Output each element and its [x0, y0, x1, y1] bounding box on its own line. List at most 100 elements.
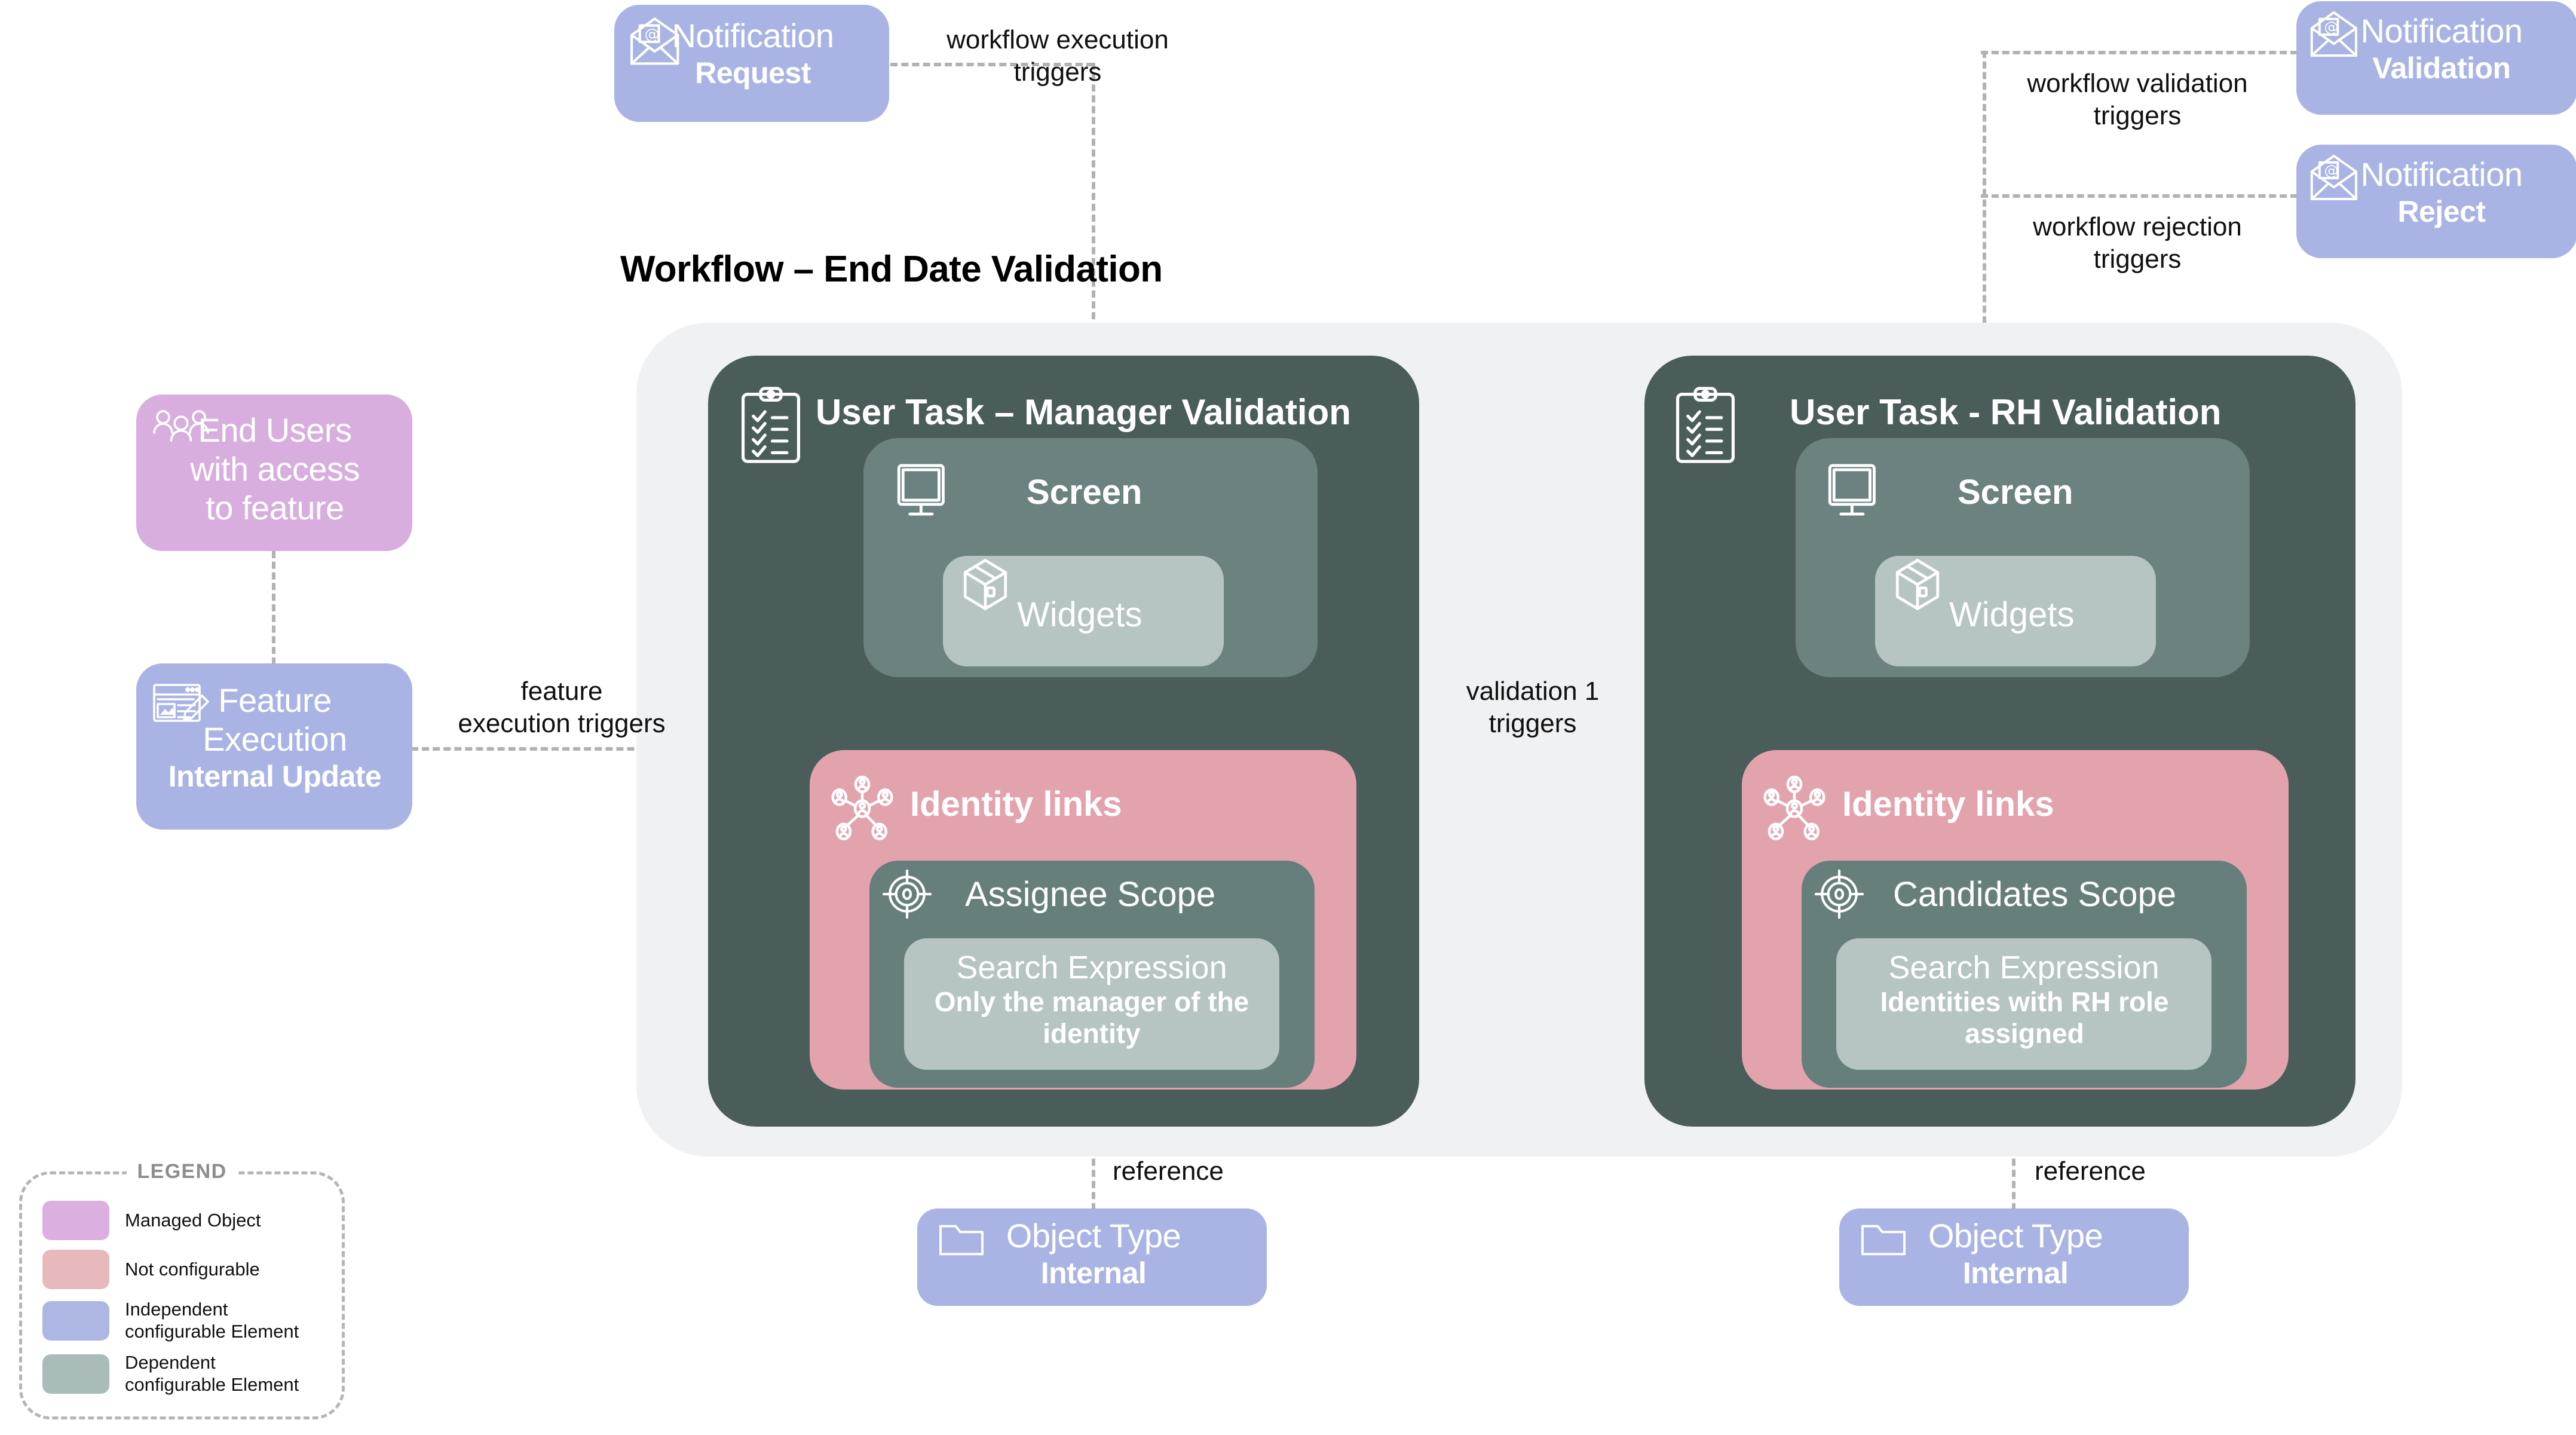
edge-label-validation1-triggers: validation 1 triggers [1440, 675, 1625, 739]
legend-panel: LEGEND Managed Object Not configurable I… [19, 1160, 345, 1419]
end-users-label: End Users with access to feature [143, 411, 406, 528]
edge-label-line2: triggers [1488, 708, 1577, 738]
legend-title: LEGEND [126, 1160, 238, 1183]
email-envelope-icon: @ [2307, 151, 2364, 206]
edge-label-line1: feature [520, 677, 603, 706]
edge-endusers-to-feature [272, 551, 275, 665]
legend-label-not-configurable: Not configurable [125, 1259, 260, 1281]
search-expression-value-manager: Only the manager of the identity [934, 986, 1249, 1050]
legend-label-line1: Not configurable [125, 1258, 260, 1280]
edge-label-line2: execution triggers [458, 708, 666, 738]
legend-swatch-managed-object [42, 1201, 109, 1240]
identity-links-heading-rh: Identity links [1842, 785, 2054, 824]
identity-network-icon [1763, 776, 1826, 842]
object-type-label-right: Object Type Internal [1866, 1217, 2165, 1290]
form-edit-icon [152, 681, 212, 729]
clipboard-checklist-icon [739, 385, 803, 464]
edge-label-line1: workflow execution [947, 25, 1169, 54]
legend-label-managed-object: Managed Object [125, 1210, 261, 1232]
folder-icon [935, 1217, 988, 1261]
identity-network-icon [831, 776, 894, 842]
notification-validation-label: Notification Validation [2316, 12, 2567, 85]
edge-label-line1: validation 1 [1466, 677, 1600, 706]
legend-label-independent: Independent configurable Element [125, 1299, 299, 1342]
legend-item-dependent: Dependent configurable Element [42, 1352, 324, 1396]
edge-label-line2: triggers [2093, 244, 2182, 274]
edge-notification-validation-horizontal [1981, 51, 2298, 54]
edge-label-line1: workflow rejection [2033, 212, 2242, 241]
edge-notification-request-vertical [1092, 63, 1095, 374]
object-type-card-right[interactable] [1839, 1208, 2189, 1306]
svg-text:@: @ [645, 25, 660, 42]
search-expression-heading-manager: Search Expression [956, 950, 1227, 986]
feature-execution-line1: Feature [218, 681, 332, 719]
users-group-icon [152, 406, 210, 452]
notification-reject-name: Notification [2360, 155, 2523, 193]
notification-reject-variant: Reject [2397, 194, 2486, 228]
end-users-line2: with access [190, 449, 360, 488]
edge-label-workflow-rejection-triggers: workflow rejection triggers [1997, 211, 2278, 275]
object-type-name-left: Object Type [1006, 1217, 1181, 1255]
widgets-heading-rh: Widgets [1949, 595, 2075, 634]
legend-item-managed-object: Managed Object [42, 1201, 324, 1240]
object-type-card-left[interactable] [917, 1208, 1267, 1306]
legend-swatch-independent [42, 1301, 109, 1341]
user-task-rh-heading: User Task - RH Validation [1790, 392, 2222, 432]
cube-box-icon [958, 556, 1012, 613]
search-expression-box-manager[interactable] [904, 938, 1279, 1070]
object-type-label-left: Object Type Internal [944, 1217, 1243, 1290]
edge-validation-reject-vertical [1983, 51, 1986, 377]
svg-text:@: @ [2324, 19, 2338, 36]
search-expression-value-rh: Identities with RH role assigned [1880, 986, 2169, 1050]
cube-box-icon [1891, 556, 1944, 613]
widgets-heading-manager: Widgets [1017, 595, 1142, 634]
legend-label-line2: configurable Element [125, 1373, 299, 1395]
legend-swatch-not-configurable [42, 1250, 109, 1289]
edge-notification-request-horizontal [890, 63, 1094, 66]
monitor-icon [1823, 461, 1887, 522]
object-type-variant-left: Internal [1040, 1256, 1147, 1290]
feature-execution-card[interactable] [136, 663, 412, 830]
legend-label-dependent: Dependent configurable Element [125, 1352, 299, 1396]
notification-request-label: Notification Request [633, 17, 872, 90]
edge-notification-reject-horizontal [1981, 194, 2298, 198]
end-users-line3: to feature [206, 488, 344, 527]
identity-links-heading-manager: Identity links [910, 785, 1122, 824]
edge-label-feature-execution-triggers: feature execution triggers [421, 675, 702, 739]
user-task-manager-heading: User Task – Manager Validation [816, 392, 1351, 432]
monitor-icon [892, 461, 956, 522]
end-users-card[interactable] [136, 394, 412, 551]
target-crosshair-icon [880, 867, 935, 922]
notification-validation-variant: Validation [2372, 51, 2511, 85]
screen-heading-rh: Screen [1958, 473, 2073, 512]
edge-label-reference-left: reference [1113, 1156, 1224, 1186]
legend-item-independent: Independent configurable Element [42, 1299, 324, 1342]
legend-item-not-configurable: Not configurable [42, 1250, 324, 1289]
search-expression-heading-rh: Search Expression [1888, 950, 2160, 986]
feature-execution-label: Feature Execution Internal Update [143, 681, 406, 794]
email-envelope-icon: @ [626, 13, 686, 71]
notification-request-name: Notification [672, 17, 834, 54]
legend-swatch-dependent [42, 1354, 109, 1394]
svg-text:@: @ [2324, 163, 2338, 179]
edge-feature-execution-triggers [411, 747, 710, 751]
legend-label-line2: configurable Element [125, 1320, 299, 1342]
folder-icon [1857, 1217, 1910, 1261]
legend-label-line1: Independent [125, 1299, 228, 1320]
edge-label-workflow-validation-triggers: workflow validation triggers [1997, 68, 2278, 131]
edge-label-reference-right: reference [2035, 1156, 2146, 1186]
edge-label-line2: triggers [2093, 100, 2182, 130]
notification-reject-label: Notification Reject [2316, 155, 2567, 229]
legend-label-line1: Dependent [125, 1352, 216, 1373]
object-type-name-right: Object Type [1928, 1217, 2103, 1255]
clipboard-checklist-icon [1673, 385, 1738, 464]
assignee-scope-heading: Assignee Scope [965, 875, 1216, 914]
workflow-title: Workflow – End Date Validation [620, 249, 1163, 290]
search-expression-box-rh[interactable] [1836, 938, 2211, 1070]
target-crosshair-icon [1812, 867, 1867, 922]
notification-request-variant: Request [695, 56, 811, 90]
legend-label-line1: Managed Object [125, 1209, 261, 1231]
edge-label-workflow-execution-triggers: workflow execution triggers [908, 24, 1207, 88]
end-users-line1: End Users [198, 411, 352, 449]
